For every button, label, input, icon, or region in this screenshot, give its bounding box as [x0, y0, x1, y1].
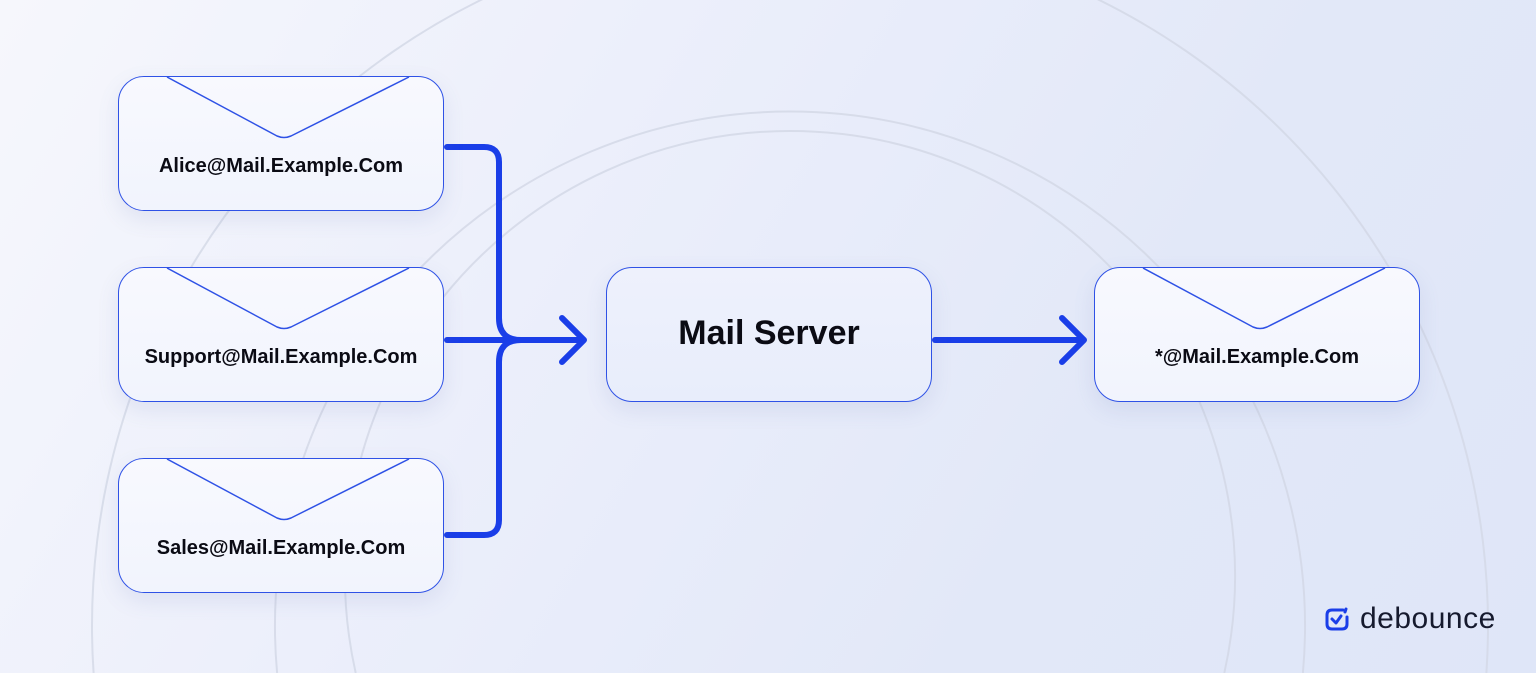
envelope-icon [1142, 268, 1386, 330]
destination-label: *@Mail.Example.Com [1154, 346, 1359, 368]
source-envelope-support: Support@Mail.Example.Com [118, 267, 444, 402]
envelope-icon [166, 268, 410, 330]
envelope-icon [166, 459, 410, 521]
check-badge-icon [1325, 607, 1349, 631]
decorative-ring-middle [274, 110, 1306, 673]
source-label: Support@Mail.Example.Com [144, 346, 418, 368]
destination-envelope: *@Mail.Example.Com [1094, 267, 1420, 402]
source-label: Alice@Mail.Example.Com [158, 155, 404, 177]
mail-server-label: Mail Server [678, 314, 860, 352]
source-label: Sales@Mail.Example.Com [156, 537, 406, 559]
brand-name: debounce [1360, 602, 1496, 635]
arrowhead-to-destination [1059, 315, 1087, 365]
arrowhead-to-server [559, 315, 587, 365]
debounce-logo: debounce [1324, 604, 1496, 634]
envelope-icon [166, 77, 410, 139]
source-envelope-sales: Sales@Mail.Example.Com [118, 458, 444, 593]
connector-alice [444, 144, 524, 343]
source-envelope-alice: Alice@Mail.Example.Com [118, 76, 444, 211]
mail-server-box: Mail Server [606, 267, 932, 402]
connector-sales [444, 337, 524, 538]
decorative-ring-inner [344, 130, 1236, 673]
